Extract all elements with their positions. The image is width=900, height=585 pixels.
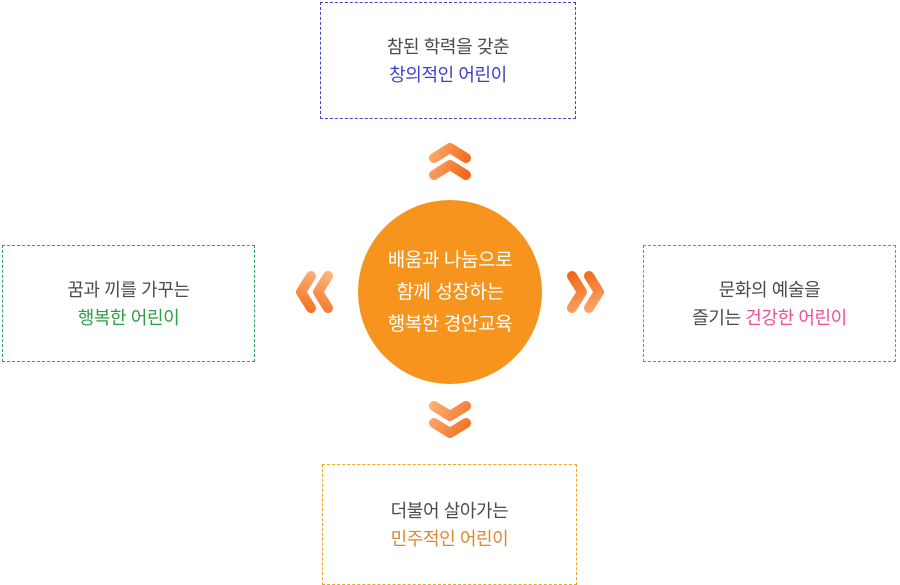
goal-right-line2: 즐기는 건강한 어린이 (692, 309, 847, 327)
goal-box-top: 참된 학력을 갖춘 창의적인 어린이 (320, 2, 576, 119)
goal-right-line2-prefix: 즐기는 (692, 307, 746, 328)
goal-box-bottom: 더불어 살아가는 민주적인 어린이 (322, 464, 577, 585)
goal-right-line2-highlight: 건강한 어린이 (745, 307, 847, 328)
center-vision-circle: 배움과 나눔으로 함께 성장하는 행복한 경안교육 (358, 200, 542, 384)
center-line2: 함께 성장하는 (396, 281, 504, 303)
goal-bottom-line1: 더불어 살아가는 (390, 500, 509, 521)
goal-left-line2: 행복한 어린이 (77, 307, 180, 328)
goal-box-left: 꿈과 끼를 가꾸는 행복한 어린이 (2, 245, 255, 362)
goal-left-line1: 꿈과 끼를 가꾸는 (67, 279, 190, 300)
double-chevron-down-icon (428, 400, 472, 438)
goal-right-line1: 문화의 예술을 (718, 279, 821, 300)
center-line3: 행복한 경안교육 (387, 313, 513, 335)
goal-top-line2: 창의적인 어린이 (389, 64, 507, 85)
goal-bottom-line2: 민주적인 어린이 (390, 528, 509, 549)
center-line1: 배움과 나눔으로 (387, 249, 513, 271)
goal-box-right: 문화의 예술을 즐기는 건강한 어린이 (643, 245, 896, 362)
double-chevron-left-icon (296, 270, 334, 314)
goal-top-line1: 참된 학력을 갖춘 (386, 36, 510, 57)
double-chevron-up-icon (428, 143, 472, 181)
double-chevron-right-icon (566, 270, 604, 314)
